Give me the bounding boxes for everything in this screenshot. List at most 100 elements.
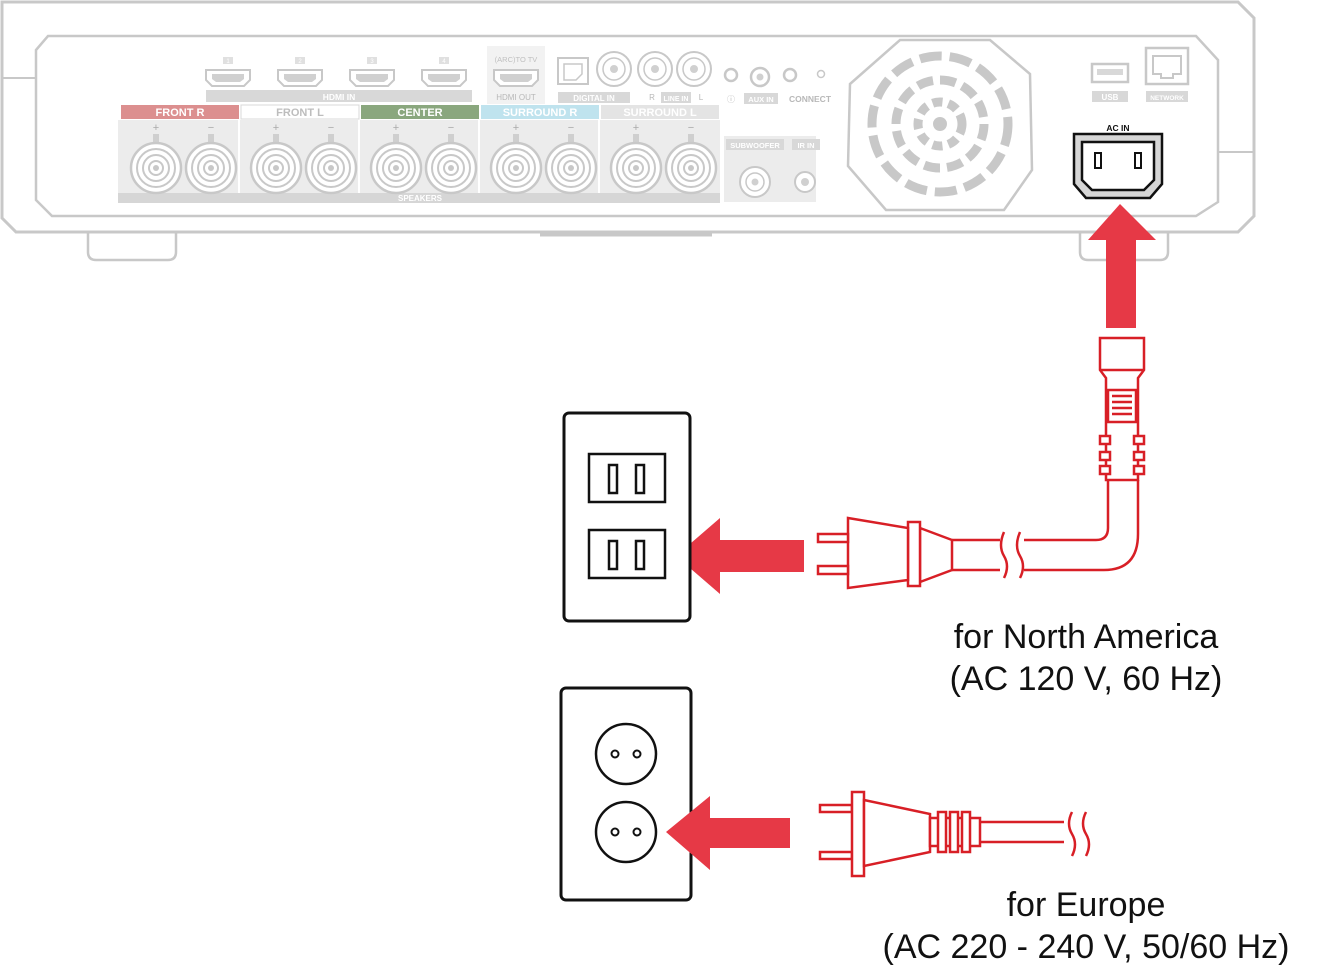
usb-section: USB: [1090, 62, 1130, 102]
terminal-stem: [513, 134, 519, 144]
plus-sign: +: [393, 122, 399, 134]
north-america-plug: [816, 516, 954, 590]
north-america-caption-line1: for North America: [953, 618, 1219, 656]
aux-section: ⓘ AUX IN CONNECT: [723, 66, 832, 104]
speaker-terminal-negative[interactable]: [184, 141, 238, 195]
speaker-group-label: SURROUND L: [623, 107, 697, 119]
power-cord-inlet-end: [952, 204, 1156, 579]
hdmi-port-number: 1: [226, 59, 230, 65]
speaker-terminal-positive[interactable]: [249, 141, 303, 195]
terminal-stem: [393, 134, 399, 144]
speaker-terminal-positive[interactable]: [489, 141, 543, 195]
outlet-socket-top: [594, 722, 658, 786]
minus-sign: −: [568, 122, 574, 134]
terminal-stem: [688, 134, 694, 144]
terminal-stem: [568, 134, 574, 144]
subwoofer-label: SUBWOOFER: [730, 141, 780, 150]
speaker-group-band: [121, 105, 239, 119]
plus-sign: +: [513, 122, 519, 134]
network-label: NETWORK: [1150, 95, 1184, 102]
indicator-mark: ⓘ: [727, 95, 735, 104]
europe-caption: for Europe (AC 220 - 240 V, 50/60 Hz): [860, 884, 1312, 968]
digital-in-bar: [558, 92, 630, 103]
europe-outlet[interactable]: [559, 686, 693, 902]
minus-sign: −: [208, 122, 214, 134]
terminal-stem: [208, 134, 214, 144]
plus-sign: +: [153, 122, 159, 134]
terminal-stem: [273, 134, 279, 144]
outlet-socket-top: [587, 452, 667, 504]
hdmi-in-bar: [206, 90, 472, 102]
speaker-group-band: [601, 105, 719, 119]
subwoofer-section: SUBWOOFER IR IN: [724, 136, 820, 202]
speaker-groups: FRONT R+−FRONT L+−CENTER+−SURROUND R+−SU…: [121, 104, 719, 195]
speaker-terminal-positive[interactable]: [609, 141, 663, 195]
outlet-socket-bottom: [594, 800, 658, 864]
speaker-terminal-negative[interactable]: [664, 141, 718, 195]
indicator-led: [723, 67, 739, 83]
terminal-stem: [153, 134, 159, 144]
hdmi-in-section: HDMI IN 1 2 3 4: [205, 57, 472, 102]
terminal-stem: [328, 134, 334, 144]
digital-in-section: DIGITAL IN: [557, 51, 632, 103]
hdmi-out-section: (ARC)TO TV HDMI OUT: [487, 46, 545, 104]
device-rear-panel: HDMI IN 1 2 3 4: [0, 0, 1256, 262]
speaker-terminal-positive[interactable]: [369, 141, 423, 195]
speaker-group: SURROUND L + −: [598, 105, 719, 195]
outlet-socket-bottom: [587, 528, 667, 580]
hdmi-out-label: HDMI OUT: [496, 93, 536, 102]
speaker-group: FRONT L + −: [238, 104, 360, 195]
hdmi-in-port-4[interactable]: 4: [421, 57, 467, 87]
speakers-bar: [118, 193, 720, 203]
fan-grille: [846, 38, 1034, 212]
speaker-group: FRONT R+−: [121, 105, 239, 195]
speaker-group-label: CENTER: [397, 107, 442, 119]
iec-plug: [1098, 336, 1146, 482]
speaker-terminal-negative[interactable]: [544, 141, 598, 195]
speakers-section: SPEAKERS FRONT R+−FRONT L+−CENTER+−SURRO…: [118, 104, 720, 203]
hdmi-port-number: 2: [298, 59, 302, 65]
line-in-r-label: R: [649, 93, 655, 102]
minus-sign: −: [328, 122, 334, 134]
north-america-caption-line2: (AC 120 V, 60 Hz): [949, 660, 1223, 698]
arrow-to-ac-in: [1088, 204, 1156, 328]
minus-sign: −: [688, 122, 694, 134]
hdmi-port-number: 4: [442, 59, 446, 65]
minus-sign: −: [448, 122, 454, 134]
digital-in-label: DIGITAL IN: [573, 94, 615, 103]
hdmi-port-number: 3: [370, 59, 374, 65]
speaker-group: SURROUND R+−: [478, 105, 599, 195]
speaker-group-label: FRONT L: [276, 107, 324, 119]
speakers-label: SPEAKERS: [398, 194, 443, 203]
ac-in-label: AC IN: [1106, 123, 1129, 133]
hdmi-out-port[interactable]: [493, 69, 539, 87]
aux-in-label: AUX IN: [748, 95, 773, 104]
europe-caption-line1: for Europe: [1006, 886, 1166, 924]
hdmi-out-top-label: (ARC)TO TV: [495, 55, 538, 64]
power-cord: [1024, 480, 1140, 572]
speaker-group-band: [240, 104, 360, 120]
line-in-section: R LINE IN L: [637, 51, 712, 103]
north-america-outlet[interactable]: [562, 411, 692, 623]
connect-label: CONNECT: [789, 94, 832, 104]
connect-led: [816, 69, 826, 79]
usb-label: USB: [1102, 93, 1119, 102]
device-foot-left: [86, 232, 178, 262]
speaker-terminal-negative[interactable]: [424, 141, 478, 195]
speaker-group-band: [361, 105, 479, 119]
europe-plug: [818, 790, 1091, 878]
hdmi-in-label: HDMI IN: [323, 92, 356, 102]
hdmi-in-port-1[interactable]: 1: [205, 57, 251, 87]
plus-sign: +: [273, 122, 279, 134]
plus-sign: +: [633, 122, 639, 134]
hdmi-in-port-2[interactable]: 2: [277, 57, 323, 87]
connect-button[interactable]: [782, 67, 798, 83]
speaker-group: CENTER + −: [358, 105, 479, 195]
speaker-terminal-negative[interactable]: [304, 141, 358, 195]
europe-caption-line2: (AC 220 - 240 V, 50/60 Hz): [882, 928, 1290, 966]
ac-in-inlet[interactable]: AC IN: [1072, 123, 1164, 200]
terminal-stem: [448, 134, 454, 144]
hdmi-in-port-3[interactable]: 3: [349, 57, 395, 87]
speaker-terminal-positive[interactable]: [129, 141, 183, 195]
